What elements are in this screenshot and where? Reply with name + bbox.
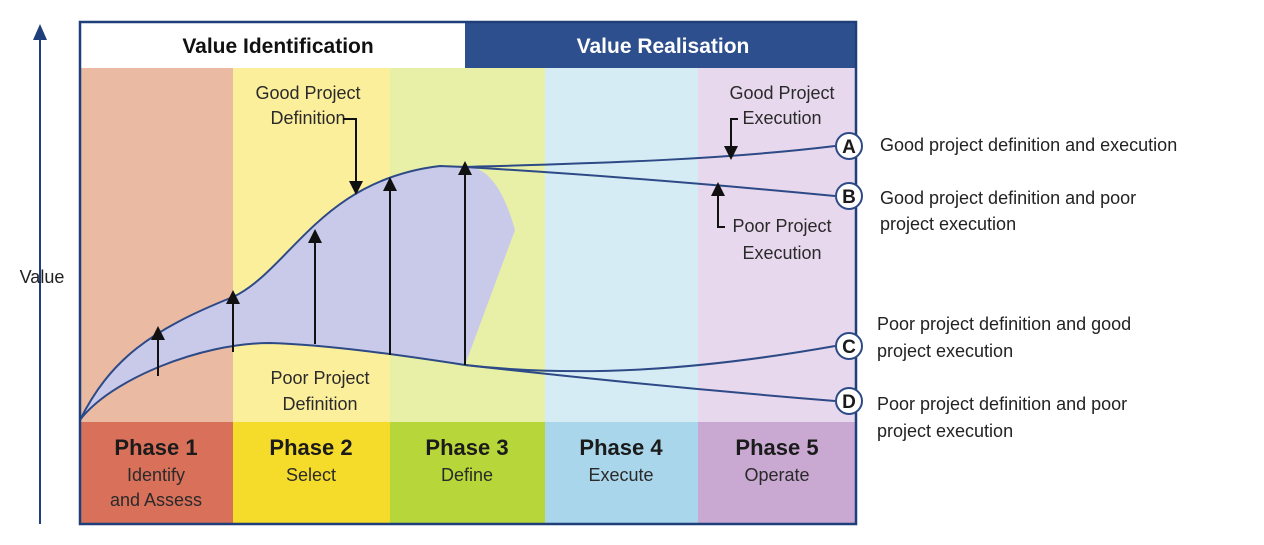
- good-execution-pointer: [724, 118, 738, 160]
- poor-definition-label-2: Definition: [282, 394, 357, 414]
- poor-execution-label-1: Poor Project: [732, 216, 831, 236]
- good-definition-pointer: [343, 118, 363, 195]
- phase-1-title: Phase 1: [114, 435, 197, 460]
- outcome-d-text-1: Poor project definition and poor: [877, 394, 1127, 414]
- outcome-a-letter: A: [842, 137, 856, 158]
- phase-5-title: Phase 5: [735, 435, 818, 460]
- phase-1-line-2: and Assess: [110, 490, 202, 510]
- phase-2-line-1: Select: [286, 465, 336, 485]
- poor-definition-label-1: Poor Project: [270, 368, 369, 388]
- outcome-c-text-1: Poor project definition and good: [877, 314, 1131, 334]
- phase-3-title: Phase 3: [425, 435, 508, 460]
- curve-a: [464, 145, 836, 168]
- curve-d: [464, 364, 836, 402]
- outcome-c-letter: C: [842, 337, 856, 358]
- curve-b: [464, 166, 836, 197]
- outcome-d-letter: D: [842, 392, 856, 413]
- outcome-b-letter: B: [842, 187, 856, 208]
- phase-box-3: [390, 422, 545, 524]
- poor-execution-label-2: Execution: [742, 243, 821, 263]
- outcome-b-text-2: project execution: [880, 214, 1016, 234]
- curve-c: [464, 345, 836, 373]
- good-execution-label-1: Good Project: [729, 83, 834, 103]
- outcome-marker-b: B: [835, 182, 863, 210]
- header-left-text: Value Identification: [182, 35, 373, 58]
- outcome-b-text-1: Good project definition and poor: [880, 188, 1136, 208]
- diagram-frame: [78, 20, 858, 526]
- y-axis-arrowhead: [33, 24, 47, 40]
- phase-4-line-1: Execute: [588, 465, 653, 485]
- phase-1-line-1: Identify: [127, 465, 185, 485]
- y-axis-label: Value: [20, 267, 65, 287]
- phase-2-title: Phase 2: [269, 435, 352, 460]
- outcome-marker-c: C: [835, 332, 863, 360]
- outcome-marker-a: A: [835, 132, 863, 160]
- phase-box-4: [545, 422, 698, 524]
- value-envelope-main: [80, 166, 465, 420]
- curve-poor-definition: [79, 341, 466, 421]
- outcome-a-text-1: Good project definition and execution: [880, 135, 1177, 155]
- outcome-marker-d: D: [835, 387, 863, 415]
- header-right-text: Value Realisation: [577, 35, 750, 58]
- phase-box-2: [233, 422, 390, 524]
- phase-box-5: [698, 422, 856, 524]
- phase-4-title: Phase 4: [579, 435, 663, 460]
- phase-3-line-1: Define: [441, 465, 493, 485]
- poor-execution-pointer: [711, 182, 725, 228]
- phase-box-1: [80, 422, 233, 524]
- outcome-c-text-2: project execution: [877, 341, 1013, 361]
- header-value-realisation: [465, 22, 856, 68]
- good-definition-label-1: Good Project: [255, 83, 360, 103]
- header-value-identification: [80, 22, 465, 68]
- good-definition-label-2: Definition: [270, 108, 345, 128]
- phase-band-4: [545, 68, 698, 422]
- good-execution-label-2: Execution: [742, 108, 821, 128]
- phase-5-line-1: Operate: [744, 465, 809, 485]
- outcome-d-text-2: project execution: [877, 421, 1013, 441]
